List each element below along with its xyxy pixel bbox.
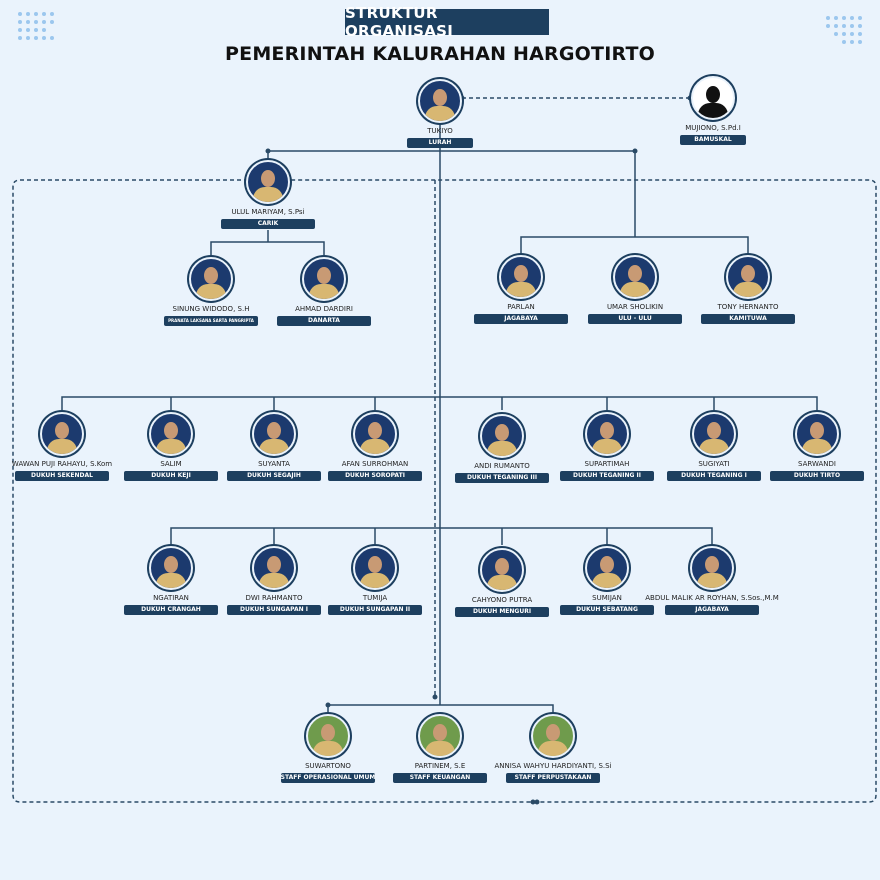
avatar-photo bbox=[613, 255, 657, 299]
role-badge: DUKUH SUNGAPAN II bbox=[328, 605, 422, 615]
person-name: ANNISA WAHYU HARDIYANTI, S.Si bbox=[494, 762, 612, 770]
dashed-staff-frame bbox=[12, 179, 877, 803]
avatar-photo bbox=[499, 255, 543, 299]
person-name: SALIM bbox=[160, 460, 182, 468]
avatar-photo bbox=[246, 160, 290, 204]
avatar-photo bbox=[149, 546, 193, 590]
avatar-photo bbox=[252, 546, 296, 590]
avatar-photo bbox=[691, 76, 735, 120]
role-badge: PRANATA LAKSANA SARTA PANGRIPTA bbox=[164, 316, 258, 326]
role-badge: ULU - ULU bbox=[588, 314, 682, 324]
person-name: MUJIONO, S.Pd.I bbox=[685, 124, 741, 132]
avatar-photo bbox=[40, 412, 84, 456]
branch-row6 bbox=[327, 704, 554, 713]
role-badge: DUKUH SOROPATI bbox=[328, 471, 422, 481]
decorative-dots-right bbox=[826, 16, 868, 52]
role-badge: BAMUSKAL bbox=[680, 135, 746, 145]
branch-top bbox=[267, 150, 636, 237]
person-name: AHMAD DARDIRI bbox=[295, 305, 353, 313]
person-name: TUMIJA bbox=[362, 594, 388, 602]
person-name: TUKIYO bbox=[427, 127, 453, 135]
avatar-photo bbox=[353, 412, 397, 456]
role-badge: STAFF PERPUSTAKAAN bbox=[506, 773, 600, 783]
role-badge: DUKUH SEKENDAL bbox=[15, 471, 109, 481]
branch-kasi bbox=[520, 236, 749, 255]
person-name: SUYANTA bbox=[258, 460, 290, 468]
role-badge: DUKUH TEGANING I bbox=[667, 471, 761, 481]
person-name: ABDUL MALIK AR ROYHAN, S.Sos.,M.M bbox=[645, 594, 779, 602]
avatar-photo bbox=[353, 546, 397, 590]
person-name: ULUL MARIYAM, S.Psi bbox=[231, 208, 305, 216]
role-badge: DUKUH SEBATANG bbox=[560, 605, 654, 615]
role-badge: DUKUH KEJI bbox=[124, 471, 218, 481]
person-name: WAWAN PUJI RAHAYU, S.Kom bbox=[11, 460, 113, 468]
branch-row5 bbox=[170, 527, 713, 545]
avatar-photo bbox=[302, 257, 346, 301]
person-name: AFAN SURROHMAN bbox=[341, 460, 409, 468]
decorative-dots-left bbox=[18, 12, 60, 48]
avatar-photo bbox=[480, 414, 524, 458]
avatar-photo bbox=[418, 79, 462, 123]
person-name: PARTINEM, S.E bbox=[414, 762, 466, 770]
role-badge: DUKUH TIRTO bbox=[770, 471, 864, 481]
person-name: TONY HERNANTO bbox=[717, 303, 779, 311]
avatar-photo bbox=[585, 546, 629, 590]
person-name: PARLAN bbox=[507, 303, 535, 311]
person-name: CAHYONO PUTRA bbox=[471, 596, 533, 604]
role-badge: STAFF OPERASIONAL UMUM bbox=[280, 773, 376, 783]
avatar-photo bbox=[585, 412, 629, 456]
avatar-photo bbox=[692, 412, 736, 456]
person-name: SARWANDI bbox=[798, 460, 836, 468]
role-badge: DANARTA bbox=[277, 316, 371, 326]
person-name: SUMIJAN bbox=[592, 594, 622, 602]
avatar-photo bbox=[690, 546, 734, 590]
avatar-photo bbox=[480, 548, 524, 592]
avatar-photo bbox=[726, 255, 770, 299]
avatar-photo bbox=[306, 714, 350, 758]
person-name: UMAR SHOLIKIN bbox=[606, 303, 664, 311]
role-badge: LURAH bbox=[407, 138, 473, 148]
role-badge: DUKUH MENGURI bbox=[455, 607, 549, 617]
avatar-photo bbox=[189, 257, 233, 301]
avatar-photo bbox=[149, 412, 193, 456]
branch-carik bbox=[210, 230, 325, 255]
person-name: SUWARTONO bbox=[305, 762, 351, 770]
role-badge: CARIK bbox=[221, 219, 315, 229]
avatar-photo bbox=[795, 412, 839, 456]
role-badge: KAMITUWA bbox=[701, 314, 795, 324]
role-badge: STAFF KEUANGAN bbox=[393, 773, 487, 783]
role-badge: JAGABAYA bbox=[665, 605, 759, 615]
person-name: DWI RAHMANTO bbox=[245, 594, 303, 602]
person-name: NGATIRAN bbox=[153, 594, 189, 602]
person-name: SUGIYATI bbox=[698, 460, 730, 468]
role-badge: DUKUH CRANGAH bbox=[124, 605, 218, 615]
avatar-photo bbox=[531, 714, 575, 758]
chart-subtitle: PEMERINTAH KALURAHAN HARGOTIRTO bbox=[225, 43, 655, 65]
branch-row4 bbox=[61, 396, 818, 410]
role-badge: DUKUH SEGAJIH bbox=[227, 471, 321, 481]
role-badge: JAGABAYA bbox=[474, 314, 568, 324]
avatar-photo bbox=[252, 412, 296, 456]
role-badge: DUKUH TEGANING III bbox=[455, 473, 549, 483]
person-name: SINUNG WIDODO, S.H bbox=[172, 305, 250, 313]
person-name: ANDI RUMANTO bbox=[474, 462, 530, 470]
role-badge: DUKUH TEGANING II bbox=[560, 471, 654, 481]
person-name: SUPARTIMAH bbox=[584, 460, 630, 468]
avatar-photo bbox=[418, 714, 462, 758]
role-badge: DUKUH SUNGAPAN I bbox=[227, 605, 321, 615]
